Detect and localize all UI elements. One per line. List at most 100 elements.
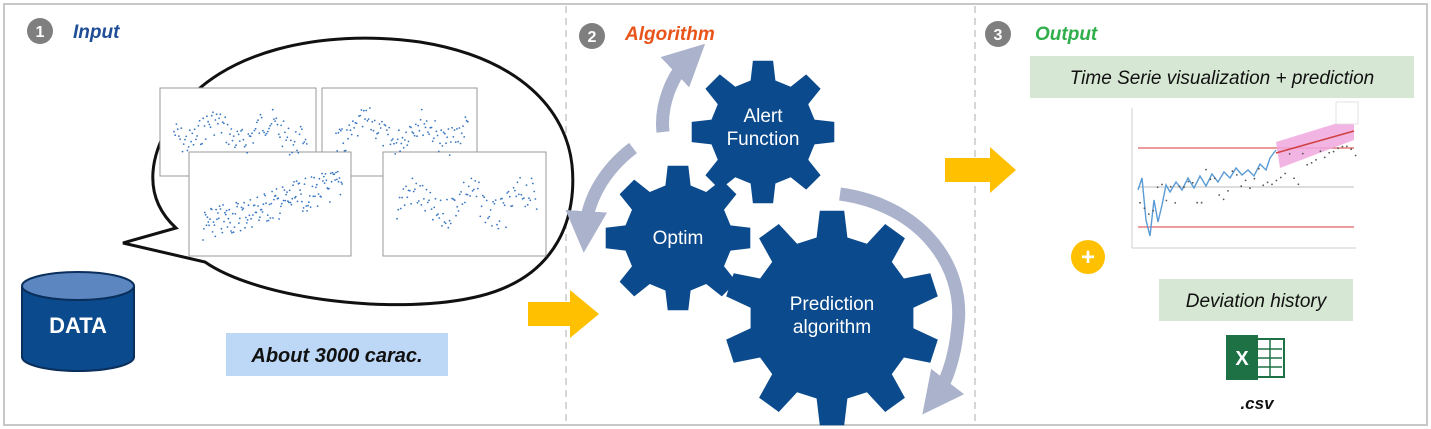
scatter-dot [475,195,478,198]
scatter-dot [320,196,322,198]
scatter-dot [444,222,447,225]
ts-dot [1156,186,1159,189]
scatter-dot [449,222,452,225]
scatter-dot [453,129,456,131]
ts-dot [1191,181,1194,184]
scatter-dot [193,128,196,131]
scatter-dot [277,133,280,136]
scatter-dot [390,139,393,142]
scatter-dot [436,134,439,137]
scatter-dot [255,211,258,214]
scatter-dot [507,190,510,193]
scatter-dot [283,189,286,192]
scatter-dot [329,201,331,203]
scatter-dot [212,221,215,224]
scatter-dot [336,150,339,152]
scatter-dot [347,137,349,140]
scatter-dot [464,201,466,204]
scatter-dot [192,143,195,146]
scatter-dot [492,200,494,203]
scatter-dot [203,228,205,230]
ts-dot [1328,151,1331,154]
scatter-dot [488,215,491,218]
scatter-dot [348,124,351,126]
gear-prediction-algorithm [726,210,938,426]
scatter-dot [344,149,347,152]
scatter-dot [425,188,428,191]
ts-dot [1350,148,1353,151]
scatter-dot [253,204,256,207]
scatter-dot [243,145,246,148]
scatter-dot [411,177,414,180]
scatter-dot [456,127,458,130]
scatter-dot [275,117,278,120]
scatter-dot [338,177,341,179]
scatter-dot [482,194,484,197]
scatter-dot [410,126,412,129]
scatter-dot [515,195,518,198]
scatter-dot [448,219,451,222]
scatter-dot [314,195,316,198]
scatter-dot [247,133,250,135]
scatter-dot [451,126,453,129]
ts-dot [1293,177,1295,180]
scatter-dot [516,181,519,184]
step-badge-1 [27,18,53,44]
scatter-dot [263,131,265,134]
scatter-dot [285,139,287,142]
scatter-dot [215,208,218,211]
scatter-dot [265,132,268,135]
scatter-dot [230,230,232,232]
scatter-dot [483,196,486,199]
ts-dot [1332,150,1335,153]
scatter-dot [352,120,354,123]
scatter-dot [195,138,197,141]
scatter-dot [296,149,298,152]
scatter-dot [313,176,315,179]
ts-dot [1222,198,1225,201]
ts-dot [1143,207,1146,210]
scatter-dot [238,140,241,143]
scatter-dot [404,139,406,141]
scatter-dot [412,190,415,193]
scatter-dot [421,184,424,187]
gear-alert-label-line1: Alert [743,106,783,127]
scatter-dot [430,126,433,129]
scatter-dot [443,132,446,135]
scatter-dot [342,142,345,145]
scatter-dot [529,199,532,202]
scatter-dot [241,128,244,131]
ts-dot [1345,145,1348,148]
scatter-dot [274,120,276,122]
scatter-dot [399,150,401,153]
scatter-dot [416,201,419,204]
scatter-dot [519,176,521,179]
scatter-dot [230,128,233,130]
scatter-dot [258,219,260,222]
scatter-dot [297,151,300,154]
scatter-dot [292,184,294,187]
scatter-dot [408,189,411,192]
scatter-dot [201,142,203,145]
scatter-dot [250,217,253,220]
scatter-dot [252,142,255,144]
scatter-dot [186,149,189,152]
scatter-dot [222,204,225,206]
scatter-dot [207,221,210,223]
scatter-dot [312,195,315,198]
scatter-dot [423,123,426,125]
scatter-dot [220,131,223,134]
ts-dot [1169,185,1172,188]
scatter-dot [337,131,340,134]
scatter-dot [282,199,285,202]
excel-badge [1226,335,1258,380]
scatter-dot [398,129,400,132]
scatter-dot [407,140,410,143]
scatter-dot [393,142,395,145]
scatter-dot [336,178,338,181]
scatter-dot [459,142,462,145]
scatter-dot [286,136,289,139]
scatter-dot [511,205,514,207]
scatter-dot [219,208,222,210]
scatter-dot [262,129,264,132]
